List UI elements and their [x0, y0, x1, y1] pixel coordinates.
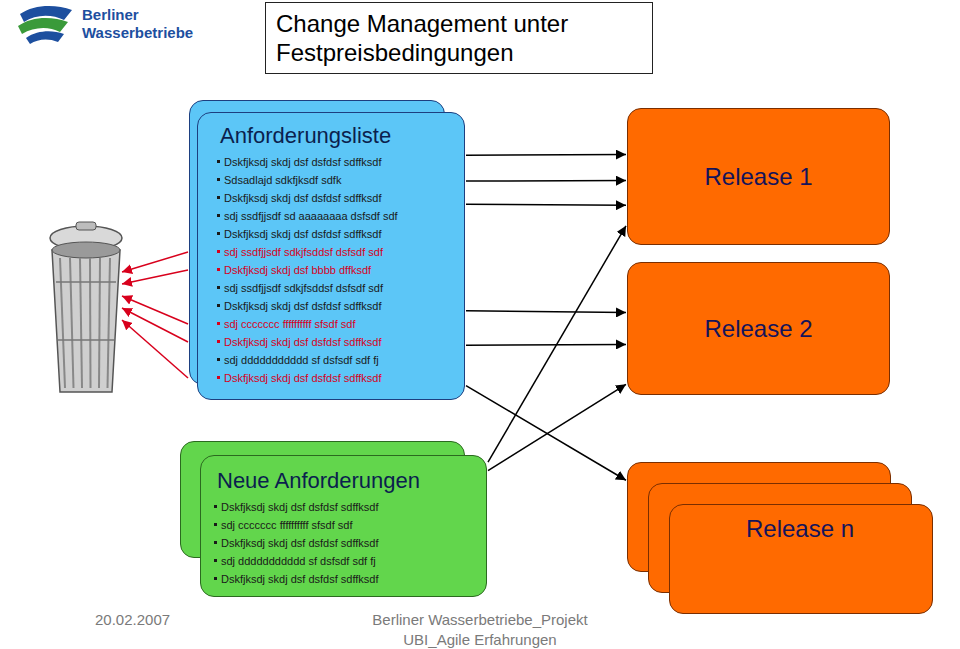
requirement-item: Dskfjksdj skdj dsf dsfdsf sdffksdf [224, 153, 454, 171]
release-box: Release 2 [627, 262, 890, 395]
footer-project: Berliner Wasserbetriebe_Projekt UBI_Agil… [340, 610, 620, 649]
discard-arrow [122, 308, 188, 342]
flow-arrow [466, 311, 626, 313]
box-heading: Anforderungsliste [220, 121, 454, 151]
flow-arrow [466, 180, 626, 182]
requirement-item: Dskfjksdj skdj dsf dsfdsf sdffksdf [224, 333, 454, 351]
requirement-item: sdj ssdfjjsdf sdkjfsddsf dsfsdf sdf [224, 243, 454, 261]
requirement-item: Dskfjksdj skdj dsf dsfdsf sdffksdf [221, 498, 476, 516]
slide-title: Change Management unter Festpreisbedingu… [276, 9, 642, 67]
discard-arrow [122, 252, 188, 272]
release-label: Release 1 [704, 162, 812, 192]
release-label: Release 2 [704, 314, 812, 344]
requirement-item: sdj ssdfjjsdf sd aaaaaaaa dsfsdf sdf [224, 207, 454, 225]
requirement-item: Dskfjksdj skdj dsf dsfdsf sdffksdf [224, 369, 454, 387]
footer-date: 20.02.2007 [95, 610, 205, 630]
new-requirements-box: Neue AnforderungenDskfjksdj skdj dsf dsf… [200, 455, 487, 597]
discard-arrow [122, 270, 188, 284]
trash-can [50, 222, 122, 392]
requirement-item: Dskfjksdj skdj dsf dsfdsf sdffksdf [221, 534, 476, 552]
discard-arrow [122, 296, 188, 324]
requirement-item: sdj ccccccc ffffffffff sfsdf sdf [221, 516, 476, 534]
flow-arrow [466, 154, 626, 156]
requirement-item: Dskfjksdj skdj dsf bbbb dffksdf [224, 261, 454, 279]
requirement-item: Dskfjksdj skdj dsf dsfdsf sdffksdf [224, 225, 454, 243]
discard-arrow [122, 320, 188, 378]
flow-arrow [488, 384, 626, 470]
requirement-item: sdj ccccccc ffffffffff sfsdf sdf [224, 315, 454, 333]
flow-arrow [466, 204, 626, 205]
logo-mark [18, 6, 72, 44]
release-box: Release 1 [627, 108, 890, 245]
requirement-item: Sdsadlajd sdkfjksdf sdfk [224, 171, 454, 189]
requirement-item: Dskfjksdj skdj dsf dsfdsf sdffksdf [224, 189, 454, 207]
release-label: Release n [668, 514, 932, 544]
requirement-item: Dskfjksdj skdj dsf dsfdsf sdffksdf [221, 570, 476, 588]
box-heading: Neue Anforderungen [217, 466, 476, 496]
title-box: Change Management unter Festpreisbedingu… [265, 2, 653, 74]
release-stack: Release n [627, 462, 933, 614]
logo-text: Berliner Wasserbetriebe [82, 6, 202, 42]
requirement-item: sdj ddddddddddd sf dsfsdf sdf fj [221, 552, 476, 570]
requirements-box: AnforderungslisteDskfjksdj skdj dsf dsfd… [197, 112, 465, 400]
requirement-item: sdj ssdfjjsdf sdkjfsddsf dsfsdf sdf [224, 279, 454, 297]
requirement-item: Dskfjksdj skdj dsf dsfdsf sdffksdf [224, 297, 454, 315]
requirement-item: sdj ddddddddddd sf dsfsdf sdf fj [224, 351, 454, 369]
flow-arrow [466, 344, 626, 346]
